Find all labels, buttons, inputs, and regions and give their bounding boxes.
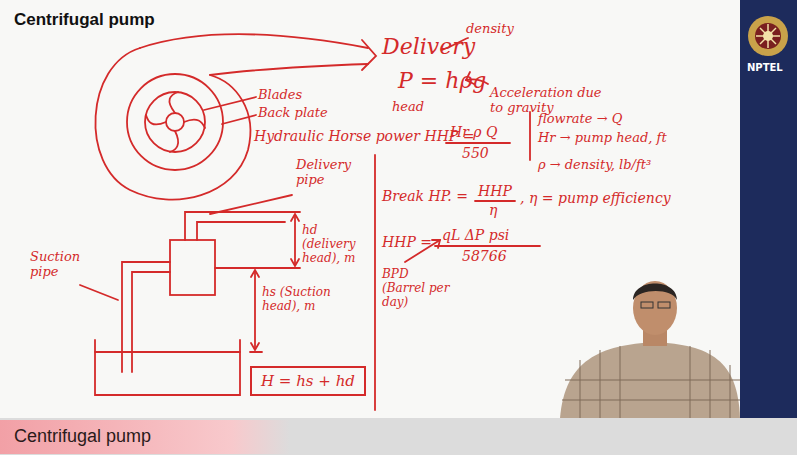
handwritten-note: density	[466, 22, 514, 37]
handwritten-note: flowrate → Q	[538, 112, 622, 127]
banner-text: Centrifugal pump	[14, 426, 276, 447]
pump-drawing	[80, 34, 540, 410]
handwritten-note: head	[392, 100, 424, 115]
handwritten-note: Blades	[258, 88, 302, 103]
handwritten-note: Delivery pipe	[296, 158, 358, 188]
handwritten-note: HHP	[478, 183, 512, 199]
handwritten-note: Back plate	[258, 106, 328, 121]
handwritten-note: qL ΔP psi	[442, 227, 509, 243]
handwritten-note: BPD (Barrel per day)	[382, 268, 452, 309]
handwritten-note: Hr ρ Q	[450, 124, 498, 140]
handwritten-note: ρ → density, lb/ft³	[538, 158, 651, 173]
logo-band	[740, 0, 797, 418]
bottom-strip	[0, 418, 797, 455]
slide-title: Centrifugal pump	[14, 10, 155, 30]
handwritten-note: Break HP. =	[382, 188, 468, 204]
handwritten-note: hs (Suction head), m	[262, 286, 366, 314]
presenter	[560, 281, 740, 418]
handwritten-note: Hr → pump head, ft	[538, 131, 667, 146]
logo-text: NPTEL	[747, 62, 783, 74]
title-banner: Centrifugal pump	[0, 420, 290, 454]
handwritten-note: Delivery	[382, 34, 475, 59]
handwritten-note: HHP =	[382, 234, 432, 250]
handwritten-note: , η = pump efficiency	[520, 190, 671, 206]
handwritten-note: 550	[462, 145, 489, 161]
handwritten-note: P = hρg	[398, 68, 486, 93]
handwritten-note: hd (delivery head), m	[302, 224, 370, 265]
handwritten-note: Hydraulic Horse power HHP =	[254, 128, 474, 144]
nptel-logo	[748, 16, 788, 56]
handwritten-note: 58766	[462, 248, 507, 264]
handwritten-note: Suction pipe	[30, 250, 90, 280]
formula-box: H = hs + hd	[250, 366, 366, 396]
handwritten-note: η	[489, 202, 497, 218]
formula-text: H = hs + hd	[261, 372, 355, 390]
